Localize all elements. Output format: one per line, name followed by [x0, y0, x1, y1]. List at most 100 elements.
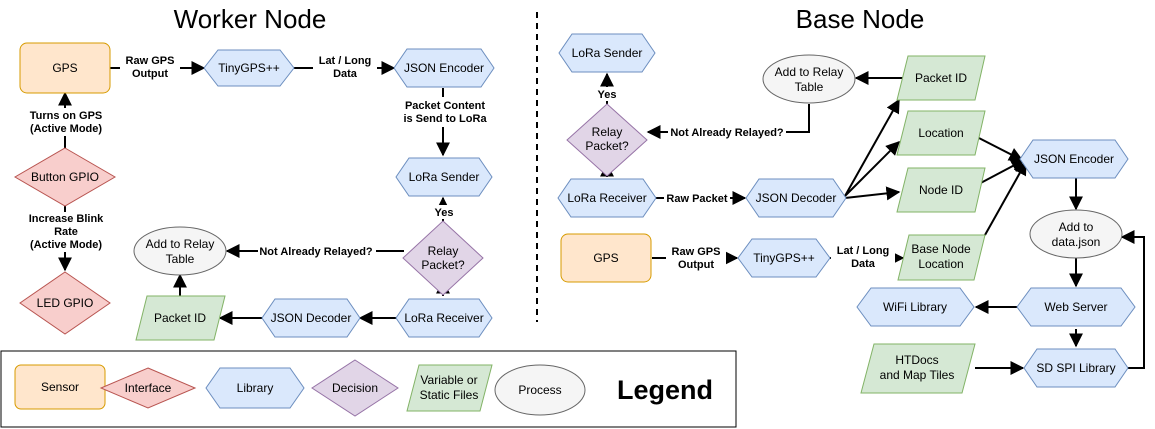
- base-json-decoder-label: JSON Decoder: [756, 191, 837, 205]
- legend-process-label: Process: [518, 383, 561, 397]
- worker-lora-sender-label: LoRa Sender: [409, 170, 480, 184]
- edge-label-lat-long-1: Lat / Long: [319, 55, 372, 67]
- base-web-server-label: Web Server: [1044, 300, 1107, 314]
- base-edges: [600, 71, 1145, 375]
- base-htdocs-node: HTDocs and Map Tiles: [860, 343, 976, 394]
- edge-label-raw-gps-output-2: Output: [132, 68, 168, 80]
- edge-label-increase-blink-1: Increase Blink: [29, 213, 104, 225]
- legend-variable-label-2: Static Files: [420, 388, 479, 402]
- worker-json-decoder-label: JSON Decoder: [271, 311, 352, 325]
- legend-library-label: Library: [237, 381, 274, 395]
- base-json-decoder-node: JSON Decoder: [745, 178, 847, 218]
- base-json-encoder-node: JSON Encoder: [1019, 139, 1129, 179]
- worker-node-title: Worker Node: [174, 4, 327, 34]
- edge-label-turns-on-gps-1: Turns on GPS: [30, 110, 103, 122]
- base-wifi-library-node: WiFi Library: [856, 287, 975, 327]
- legend-sensor-item: Sensor: [14, 364, 106, 410]
- legend-interface-item: Interface: [99, 367, 197, 409]
- legend-title: Legend: [617, 375, 713, 405]
- worker-json-encoder-label: JSON Encoder: [404, 61, 484, 75]
- base-relay-packet-label-1: Relay: [592, 125, 623, 139]
- base-packet-id-label: Packet ID: [915, 71, 967, 85]
- base-lora-receiver-node: LoRa Receiver: [557, 178, 657, 218]
- base-add-data-json-label-1: Add to: [1059, 220, 1094, 234]
- base-sd-spi-library-label: SD SPI Library: [1036, 361, 1115, 375]
- worker-packet-id-node: Packet ID: [135, 295, 226, 341]
- base-edge-label-raw-gps-1: Raw GPS: [672, 246, 721, 258]
- base-lora-sender-node: LoRa Sender: [558, 33, 656, 73]
- worker-edge-labels: Raw GPS Output Lat / Long Data Packet Co…: [26, 52, 490, 258]
- worker-lora-sender-node: LoRa Sender: [395, 157, 493, 197]
- base-add-data-json-node: Add to data.json: [1029, 209, 1123, 259]
- base-edge-label-lat-long-2: Data: [851, 258, 876, 270]
- base-location-label: Location: [918, 126, 963, 140]
- worker-json-encoder-node: JSON Encoder: [393, 48, 495, 88]
- base-add-data-json-label-2: data.json: [1052, 235, 1101, 249]
- worker-led-gpio-node: LED GPIO: [19, 271, 111, 335]
- legend-decision-label: Decision: [332, 381, 378, 395]
- base-node-location-label-2: Location: [918, 257, 963, 271]
- base-relay-packet-label-2: Packet?: [585, 139, 629, 153]
- edge-label-packet-content-2: is Send to LoRa: [403, 113, 487, 125]
- worker-lora-receiver-node: LoRa Receiver: [395, 298, 493, 338]
- base-edge-label-raw-gps-2: Output: [678, 259, 714, 271]
- base-node-id-label: Node ID: [919, 183, 963, 197]
- base-edge-label-yes: Yes: [598, 89, 617, 101]
- legend-process-item: Process: [494, 364, 586, 416]
- legend-variable-label-1: Variable or: [420, 373, 477, 387]
- worker-relay-packet-decision: Relay Packet?: [402, 220, 484, 296]
- base-node-location-label-1: Base Node: [911, 242, 971, 256]
- base-edge-label-raw-packet: Raw Packet: [666, 193, 727, 205]
- base-edge-label-not-relayed: Not Already Relayed?: [670, 127, 784, 139]
- base-node-location-node: Base Node Location: [897, 234, 986, 281]
- base-edge-label-lat-long-1: Lat / Long: [837, 245, 890, 257]
- edge-label-lat-long-2: Data: [333, 68, 358, 80]
- edge-label-increase-blink-2: Rate: [54, 226, 78, 238]
- legend-box: Sensor Interface Library Decision Variab…: [0, 350, 737, 428]
- base-relay-packet-decision: Relay Packet?: [566, 103, 648, 177]
- worker-tinygps-label: TinyGPS++: [218, 61, 280, 75]
- worker-edges: [58, 61, 450, 325]
- edge-label-turns-on-gps-2: (Active Mode): [30, 123, 102, 135]
- base-location-node: Location: [896, 110, 986, 156]
- edge-label-raw-gps-output-1: Raw GPS: [126, 55, 175, 67]
- legend-decision-item: Decision: [311, 359, 399, 417]
- base-add-relay-table-label-1: Add to Relay: [775, 65, 844, 79]
- legend-sensor-label: Sensor: [41, 380, 79, 394]
- base-wifi-library-label: WiFi Library: [883, 300, 947, 314]
- base-edge-labels: Yes Not Already Relayed? Raw Packet Raw …: [596, 87, 895, 273]
- base-htdocs-label-2: and Map Tiles: [880, 368, 955, 382]
- legend-library-item: Library: [205, 367, 305, 409]
- base-add-relay-table-node: Add to Relay Table: [762, 54, 856, 104]
- worker-add-relay-table-node: Add to Relay Table: [133, 226, 227, 276]
- base-lora-sender-label: LoRa Sender: [572, 46, 643, 60]
- base-htdocs-label-1: HTDocs: [895, 353, 938, 367]
- base-gps-node: GPS: [560, 233, 652, 283]
- worker-button-gpio-label: Button GPIO: [31, 170, 99, 184]
- base-tinygps-node: TinyGPS++: [737, 238, 831, 278]
- base-tinygps-label: TinyGPS++: [753, 251, 815, 265]
- base-lora-receiver-label: LoRa Receiver: [567, 191, 646, 205]
- legend-interface-label: Interface: [125, 381, 172, 395]
- legend-variable-item: Variable or Static Files: [406, 364, 493, 412]
- worker-tinygps-node: TinyGPS++: [203, 49, 295, 87]
- base-sd-spi-library-node: SD SPI Library: [1023, 348, 1129, 388]
- worker-gps-label: GPS: [52, 61, 77, 75]
- worker-lora-receiver-label: LoRa Receiver: [404, 311, 483, 325]
- worker-gps-node: GPS: [19, 42, 111, 94]
- base-node-id-node: Node ID: [896, 167, 986, 213]
- base-node-title: Base Node: [796, 4, 925, 34]
- edge-label-yes: Yes: [435, 207, 454, 219]
- base-add-relay-table-label-2: Table: [795, 80, 824, 94]
- worker-json-decoder-node: JSON Decoder: [261, 298, 361, 338]
- worker-add-relay-table-label-2: Table: [166, 252, 195, 266]
- base-web-server-node: Web Server: [1016, 287, 1136, 327]
- worker-button-gpio-node: Button GPIO: [14, 147, 116, 207]
- base-packet-id-node: Packet ID: [896, 55, 986, 101]
- edge-label-not-relayed: Not Already Relayed?: [259, 246, 373, 258]
- base-json-encoder-label: JSON Encoder: [1034, 152, 1114, 166]
- edge-label-packet-content-1: Packet Content: [405, 100, 485, 112]
- worker-led-gpio-label: LED GPIO: [37, 296, 94, 310]
- worker-relay-packet-label-1: Relay: [428, 244, 459, 258]
